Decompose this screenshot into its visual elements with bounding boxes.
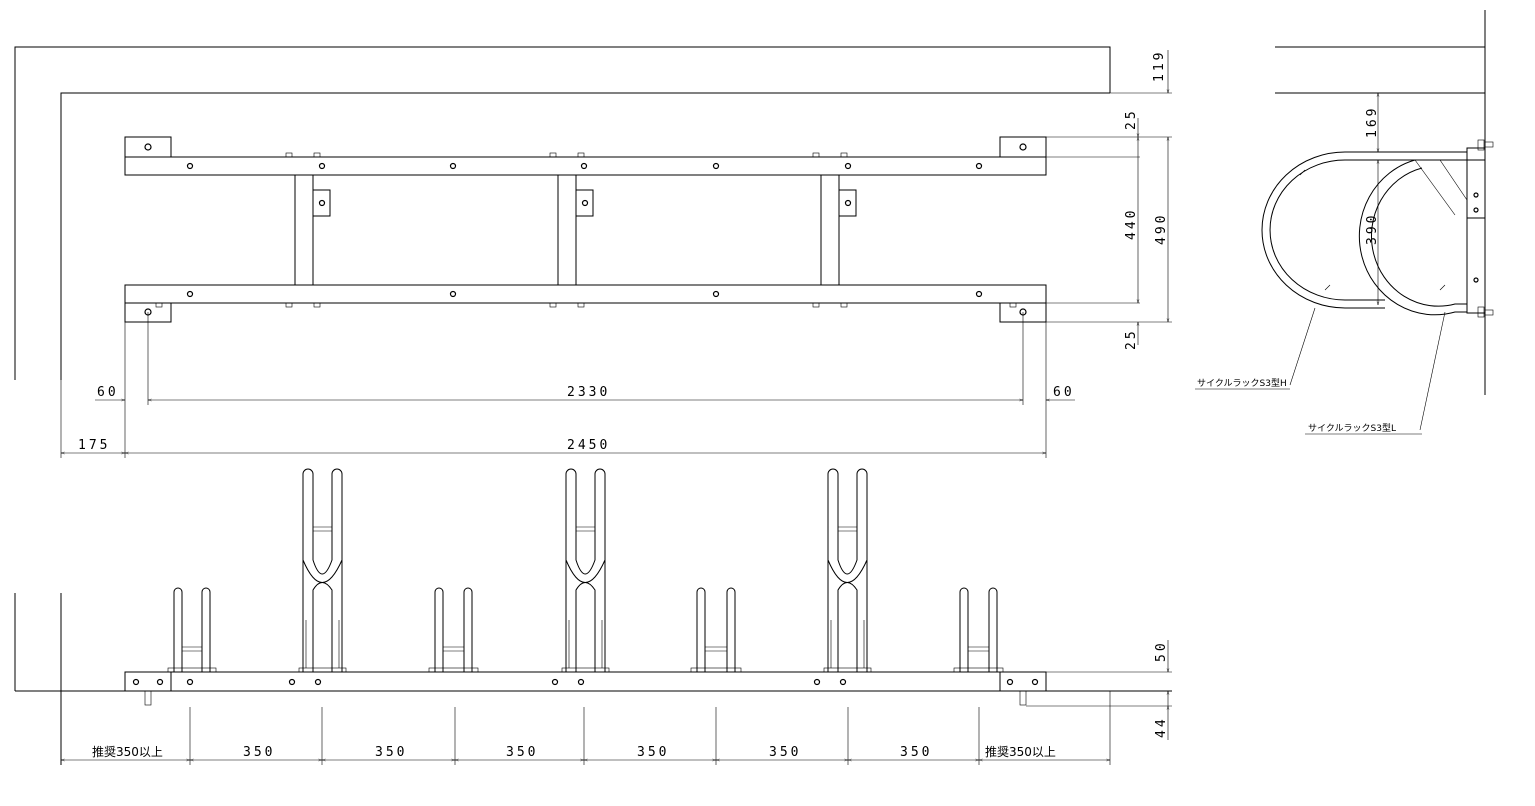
dim-side-b: 60 [1053, 385, 1075, 400]
side-view: 169 390 サイクルラックS3型H サイクルラックS3型L [1195, 10, 1494, 435]
dim-side-depth: 390 [1365, 213, 1380, 245]
low-rack-2 [428, 587, 479, 673]
hoop-h-inner [1269, 159, 1467, 301]
bracket-hole [318, 199, 326, 207]
dim-recommend-left: 推奨350以上 [92, 745, 163, 759]
label-rack-l: サイクルラックS3型L [1308, 423, 1396, 434]
front-view: 50 44 推奨350以上 350 350 350 350 350 350 推奨… [14, 468, 1172, 765]
high-rack-1 [298, 468, 347, 673]
dim-top-offset: 119 [1152, 50, 1167, 82]
cross-member-3 [820, 174, 840, 286]
hoop-l-inner [1371, 167, 1467, 307]
dim-pitch-4: 350 [637, 745, 669, 760]
anchor-hole [144, 143, 152, 151]
pitch-extension-lines [189, 691, 1111, 765]
low-rack-4 [953, 587, 1004, 673]
front-anchor-right [999, 671, 1047, 692]
dim-upper-margin: 25 [1124, 108, 1139, 130]
anchor-hole [1019, 143, 1027, 151]
dim-outer-span: 490 [1154, 213, 1169, 245]
front-base-rail [124, 671, 1047, 692]
dim-inner-span: 440 [1124, 208, 1139, 240]
dim-front-height: 50 [1154, 640, 1169, 662]
high-rack-2 [561, 468, 610, 673]
bracket-hole [581, 199, 589, 207]
mount-bracket [1466, 159, 1486, 219]
dim-pitch-3: 350 [506, 745, 538, 760]
hoop-h-outer [1261, 151, 1467, 309]
dim-pitch-1: 350 [243, 745, 275, 760]
cross-member-1 [294, 174, 314, 286]
cross-member-2 [557, 174, 577, 286]
label-rack-h: サイクルラックS3型H [1197, 378, 1287, 389]
rail-holes [186, 162, 983, 298]
low-rack-1 [167, 587, 217, 673]
outer-wall-line [14, 46, 1111, 380]
inner-wall-line [60, 92, 1110, 380]
front-anchor-left [124, 671, 172, 692]
dim-lower-margin: 25 [1124, 328, 1139, 350]
dim-pitch-2: 350 [375, 745, 407, 760]
dim-pitch-6: 350 [900, 745, 932, 760]
dim-pitch-5: 350 [769, 745, 801, 760]
dim-side-top-offset: 169 [1365, 106, 1380, 138]
high-rack-3 [823, 468, 872, 673]
dim-overall-length: 2450 [567, 438, 610, 453]
dim-front-below: 44 [1154, 716, 1169, 738]
rail-bolts [155, 152, 1017, 308]
bracket-hole [844, 199, 852, 207]
dim-side-a: 60 [97, 385, 119, 400]
hoop-l-outer [1358, 159, 1467, 316]
dim-anchor-span: 2330 [567, 385, 610, 400]
dim-recommend-right: 推奨350以上 [985, 745, 1056, 759]
low-rack-3 [690, 587, 742, 673]
plan-view: 119 25 440 25 490 60 2330 60 175 2450 [14, 46, 1172, 458]
bottom-rail [124, 284, 1047, 304]
dim-wall-gap: 175 [78, 438, 110, 453]
